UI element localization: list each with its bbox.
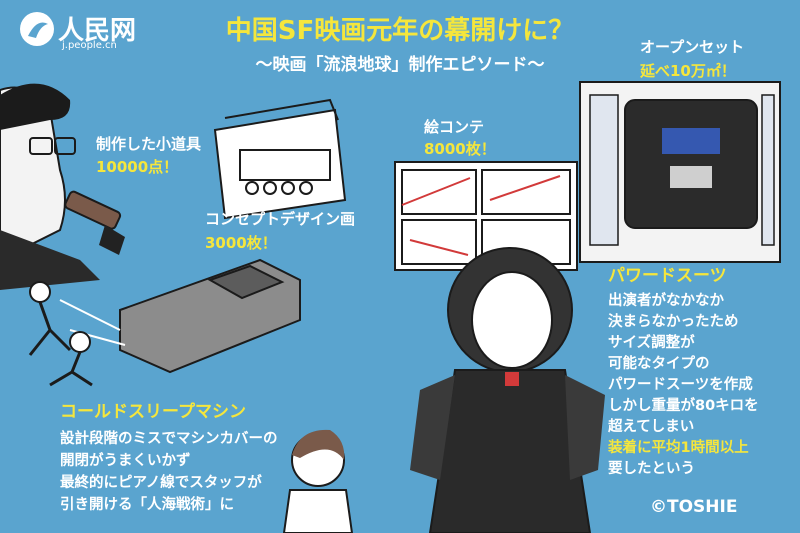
cold-sleep-title: コールドスリープマシン xyxy=(60,402,246,422)
power-suit-line: 装着に平均1時間以上 xyxy=(608,440,749,456)
artist-credit: ©TOSHIE xyxy=(650,497,738,517)
power-suit-line: 超えてしまい xyxy=(608,419,695,435)
cold-sleep-line: 引き開ける「人海戦術」に xyxy=(60,497,234,513)
storyboard-label: 絵コンテ xyxy=(424,118,485,136)
power-suit-illustration xyxy=(410,247,605,533)
cold-sleep-line: 設計段階のミスでマシンカバーの xyxy=(60,431,278,447)
logo-url: j.people.cn xyxy=(62,40,117,51)
power-suit-title: パワードスーツ xyxy=(608,266,727,286)
props-count: 10000点！ xyxy=(96,158,179,176)
logo-name[interactable]: 人民网 xyxy=(58,16,137,46)
power-suit-line: 決まらなかったため xyxy=(608,314,739,330)
cold-sleep-machine-illustration xyxy=(28,258,301,387)
surprised-woman-illustration xyxy=(282,429,354,533)
power-suit-line: しかし重量が80キロを xyxy=(608,398,759,414)
concept-design-count: 3000枚！ xyxy=(205,234,277,252)
power-suit-line: 可能なタイプの xyxy=(608,356,710,372)
power-suit-line: パワードスーツを作成 xyxy=(608,377,753,393)
page-subtitle: 〜映画「流浪地球」制作エピソード〜 xyxy=(255,55,545,75)
logo-emblem xyxy=(20,12,54,46)
train-sketch-illustration xyxy=(213,98,347,220)
power-suit-line: 出演者がなかなか xyxy=(608,293,724,309)
cold-sleep-line: 最終的にピアノ線でスタッフが xyxy=(60,475,262,491)
storyboard-count: 8000枚！ xyxy=(424,140,496,158)
cold-sleep-description: 設計段階のミスでマシンカバーの 開閉がうまくいかず 最終的にピアノ線でスタッフが… xyxy=(60,430,278,518)
open-set-illustration xyxy=(579,81,781,263)
concept-design-label: コンセプトデザイン画 xyxy=(205,210,356,228)
power-suit-line: 要したという xyxy=(608,461,695,477)
open-set-count: 延べ10万㎡！ xyxy=(640,62,736,80)
power-suit-description: 出演者がなかなか 決まらなかったため サイズ調整が 可能なタイプの パワードスー… xyxy=(608,292,759,481)
man-with-prop-illustration xyxy=(0,83,125,290)
props-label: 制作した小道具 xyxy=(96,135,202,153)
open-set-label: オープンセット xyxy=(640,38,745,56)
storyboard-illustration xyxy=(394,161,578,271)
cold-sleep-line: 開閉がうまくいかず xyxy=(60,453,191,469)
page-title: 中国SF映画元年の幕開けに？ xyxy=(225,16,575,46)
power-suit-line: サイズ調整が xyxy=(608,335,695,351)
